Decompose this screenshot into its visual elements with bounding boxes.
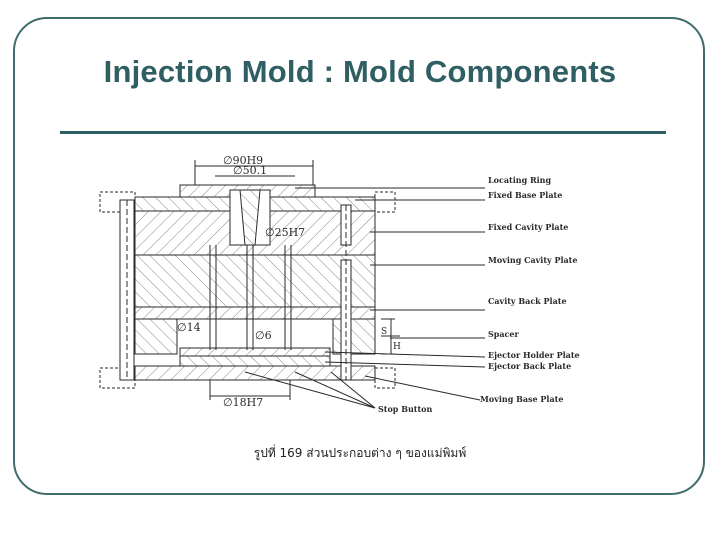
label-stop-button: Stop Button <box>378 404 432 414</box>
dim-h: H <box>393 342 401 352</box>
dim-d18: ∅18H7 <box>223 396 263 409</box>
label-fixed-cavity-plate: Fixed Cavity Plate <box>488 222 568 232</box>
label-ejector-holder-plate: Ejector Holder Plate <box>488 350 580 360</box>
label-locating-ring: Locating Ring <box>488 175 551 185</box>
figure-caption: รูปที่ 169 ส่วนประกอบต่าง ๆ ของแม่พิมพ์ <box>253 446 467 460</box>
dim-s: S <box>381 327 387 337</box>
dim-d25: ∅25H7 <box>265 226 305 239</box>
dim-d90: ∅90H9 <box>223 154 263 167</box>
dim-d50: ∅50.1 <box>233 164 267 177</box>
label-ejector-back-plate: Ejector Back Plate <box>488 361 571 371</box>
dim-d14: ∅14 <box>177 321 201 334</box>
label-moving-cavity-plate: Moving Cavity Plate <box>488 255 577 265</box>
slide-frame <box>13 17 705 495</box>
label-spacer: Spacer <box>488 329 520 339</box>
label-moving-base-plate: Moving Base Plate <box>480 394 563 404</box>
label-cavity-back-plate: Cavity Back Plate <box>488 296 567 306</box>
dim-d6: ∅6 <box>255 329 272 342</box>
slide-title: Injection Mold : Mold Components <box>103 54 617 89</box>
label-fixed-base-plate: Fixed Base Plate <box>488 190 562 200</box>
mold-components-diagram: ∅90H9 ∅50.1 ∅25H7 ∅14 ∅6 ∅18H7 S H Locat… <box>95 150 625 420</box>
title-underline <box>60 131 666 134</box>
